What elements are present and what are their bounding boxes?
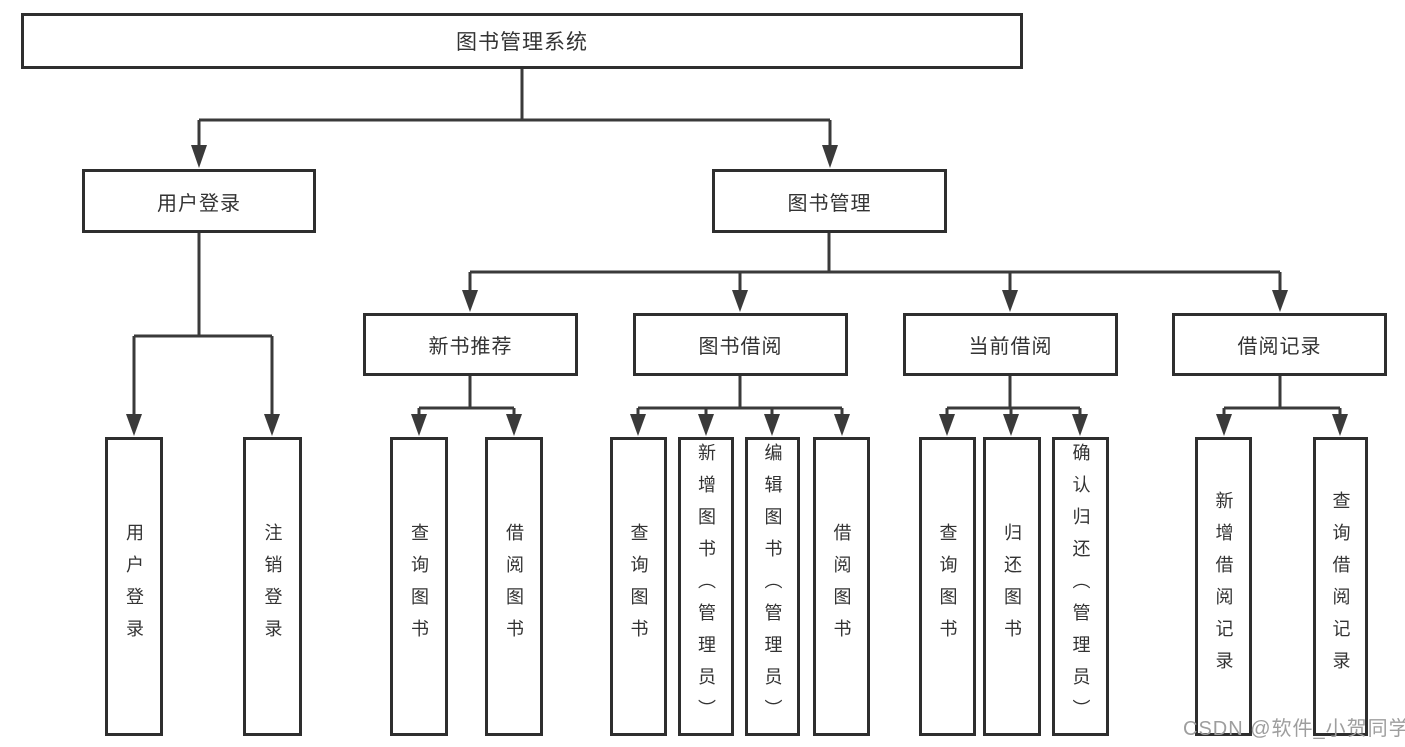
node-current-borrow: 当前借阅 (903, 313, 1118, 376)
leaf-confirm-return-admin: 确认归还（管理员） (1052, 437, 1109, 736)
leaf-current-query-books: 查询图书 (919, 437, 976, 736)
leaf-recommend-borrow-books: 借阅图书 (485, 437, 543, 736)
leaf-add-books-admin: 新增图书（管理员） (678, 437, 734, 736)
watermark: CSDN @软件_小贺同学 (1183, 718, 1405, 740)
leaf-borrow-books: 借阅图书 (813, 437, 870, 736)
node-book-management: 图书管理 (712, 169, 947, 233)
leaf-recommend-query-books: 查询图书 (390, 437, 448, 736)
node-user-login: 用户登录 (82, 169, 316, 233)
leaf-logout: 注销登录 (243, 437, 302, 736)
node-new-book-recommend: 新书推荐 (363, 313, 578, 376)
node-system-root: 图书管理系统 (21, 13, 1023, 69)
leaf-add-borrow-record: 新增借阅记录 (1195, 437, 1252, 736)
leaf-borrow-query-books: 查询图书 (610, 437, 667, 736)
leaf-query-borrow-record: 查询借阅记录 (1313, 437, 1368, 736)
leaf-edit-books-admin: 编辑图书（管理员） (745, 437, 800, 736)
leaf-user-login: 用户登录 (105, 437, 163, 736)
arrowheads (126, 145, 1348, 436)
node-borrow-records: 借阅记录 (1172, 313, 1387, 376)
leaf-return-books: 归还图书 (983, 437, 1041, 736)
node-book-borrow: 图书借阅 (633, 313, 848, 376)
